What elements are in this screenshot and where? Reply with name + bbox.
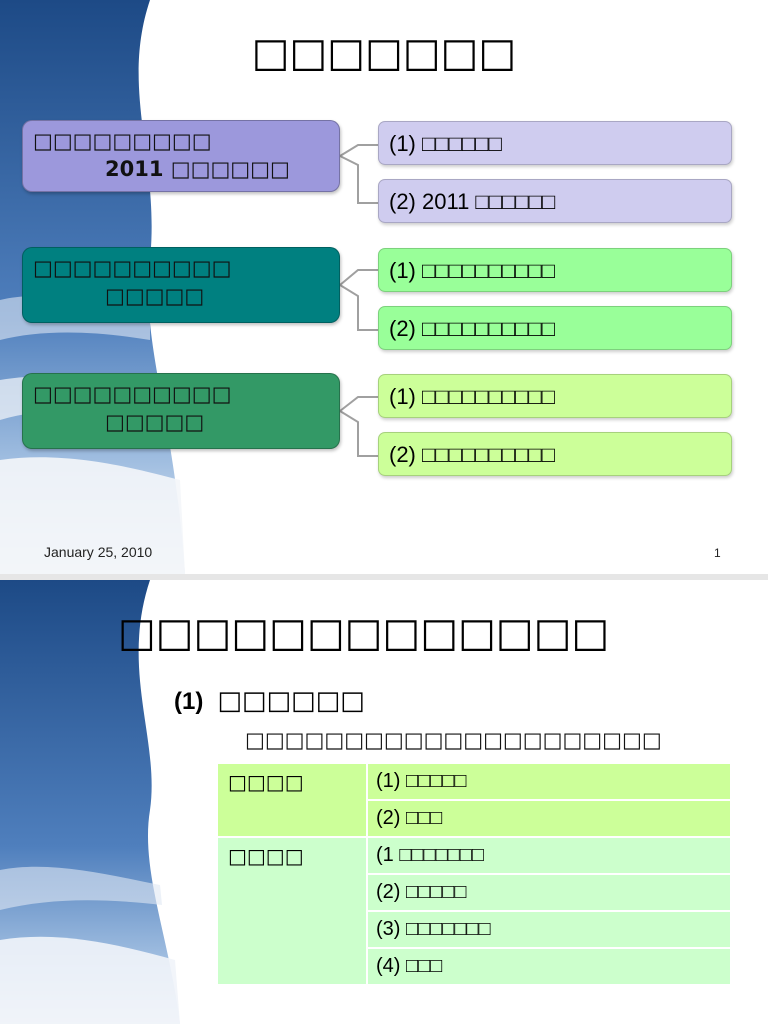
footer-date: January 25, 2010 bbox=[44, 544, 153, 560]
group-3-item-2: (2) □□□□□□□□□□ bbox=[378, 432, 732, 476]
category-table: □□□□ (1) □□□□□ (2) □□□ □□□□ (1 □□□□□□□ (… bbox=[216, 762, 732, 986]
group-2-item-2: (2) □□□□□□□□□□ bbox=[378, 306, 732, 350]
group-1-item-2: (2) 2011 □□□□□□ bbox=[378, 179, 732, 223]
group-2-line1: □□□□□□□□□□ bbox=[33, 256, 232, 280]
group-1-item-1: (1) □□□□□□ bbox=[378, 121, 732, 165]
category-item: (1 □□□□□□□ bbox=[366, 836, 732, 875]
category-item: (1) □□□□□ bbox=[366, 762, 732, 801]
group-3-box: □□□□□□□□□□ □□□□□ bbox=[22, 373, 340, 449]
slide-separator bbox=[0, 574, 768, 580]
slide-title: □□□□□□□□□□□□□ bbox=[118, 610, 610, 656]
slide-title: □□□□□□□ bbox=[251, 30, 517, 76]
category-item: (4) □□□ bbox=[366, 947, 732, 986]
sub-heading-number: (1) bbox=[174, 688, 204, 715]
group-1-line1: □□□□□□□□□ bbox=[33, 129, 212, 153]
group-2-line2: □□□□□ bbox=[105, 284, 205, 308]
category-item: (3) □□□□□□□ bbox=[366, 910, 732, 949]
group-3-item-1: (1) □□□□□□□□□□ bbox=[378, 374, 732, 418]
slide-1: □□□□□□□ □□□□□□□□□ 2011 □□□□□□ (1) □□□□□□… bbox=[0, 0, 732, 574]
group-2-item-1: (1) □□□□□□□□□□ bbox=[378, 248, 732, 292]
sub-description: □□□□□□□□□□□□□□□□□□□□□ bbox=[245, 728, 662, 752]
category-item: (2) □□□ bbox=[366, 799, 732, 838]
sky-background-image bbox=[0, 580, 180, 1024]
category-header: □□□□ bbox=[216, 762, 368, 838]
table-row: □□□□ (1) □□□□□ bbox=[216, 762, 732, 838]
sub-heading-text: □□□□□□ bbox=[217, 686, 365, 716]
page-number: 1 bbox=[714, 546, 721, 560]
group-1-box: □□□□□□□□□ 2011 □□□□□□ bbox=[22, 120, 340, 192]
category-item: (2) □□□□□ bbox=[366, 873, 732, 912]
slide-2: □□□□□□□□□□□□□ (1)□□□□□□ □□□□□□□□□□□□□□□□… bbox=[0, 580, 768, 1024]
group-1-line2: 2011 □□□□□□ bbox=[105, 157, 290, 181]
table-row: □□□□ (1 □□□□□□□ bbox=[216, 836, 732, 986]
group-2-box: □□□□□□□□□□ □□□□□ bbox=[22, 247, 340, 323]
sub-heading: (1) □□□□□□ bbox=[174, 686, 365, 716]
group-3-line1: □□□□□□□□□□ bbox=[33, 382, 232, 406]
category-header: □□□□ bbox=[216, 836, 368, 986]
connector-lines bbox=[339, 144, 378, 457]
group-3-line2: □□□□□ bbox=[105, 410, 205, 434]
